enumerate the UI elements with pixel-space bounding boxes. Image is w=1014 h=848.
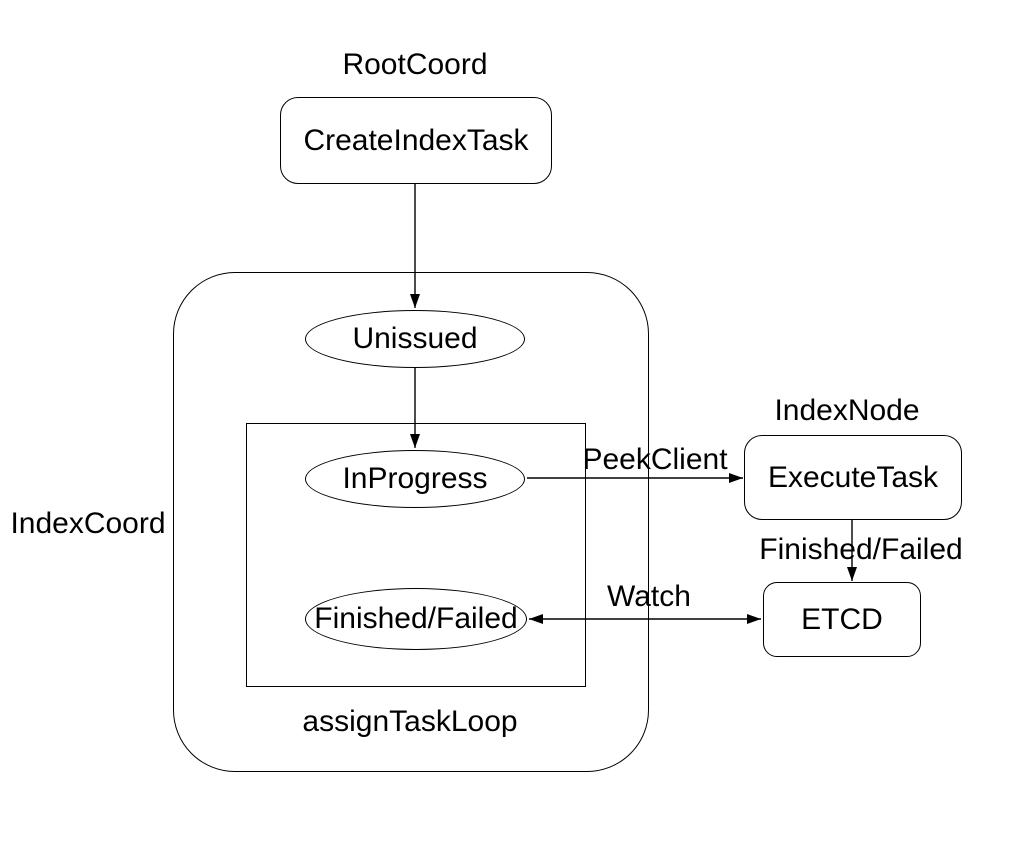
node-execute-task: ExecuteTask [744, 435, 962, 520]
edge-label-finished-failed: Finished/Failed [759, 533, 963, 566]
index-coord-label: IndexCoord [10, 507, 166, 540]
index-coord-container [173, 272, 649, 772]
node-execute-task-label: ExecuteTask [767, 460, 939, 494]
node-finished-failed: Finished/Failed [305, 588, 527, 650]
node-etcd: ETCD [763, 582, 921, 657]
index-node-label: IndexNode [774, 394, 920, 427]
node-create-index-task-label: CreateIndexTask [303, 123, 529, 157]
edge-label-watch: Watch [607, 580, 691, 613]
root-coord-label: RootCoord [342, 48, 488, 81]
assign-task-loop-container [246, 423, 586, 687]
node-etcd-label: ETCD [801, 602, 883, 636]
node-in-progress-label: InProgress [342, 462, 488, 495]
node-in-progress: InProgress [305, 450, 525, 508]
node-create-index-task: CreateIndexTask [280, 97, 552, 184]
node-unissued-label: Unissued [352, 322, 478, 355]
node-unissued: Unissued [305, 310, 525, 368]
edge-label-peek-client: PeekClient [582, 443, 728, 476]
assign-task-loop-label: assignTaskLoop [302, 705, 518, 738]
node-finished-failed-label: Finished/Failed [314, 602, 518, 635]
